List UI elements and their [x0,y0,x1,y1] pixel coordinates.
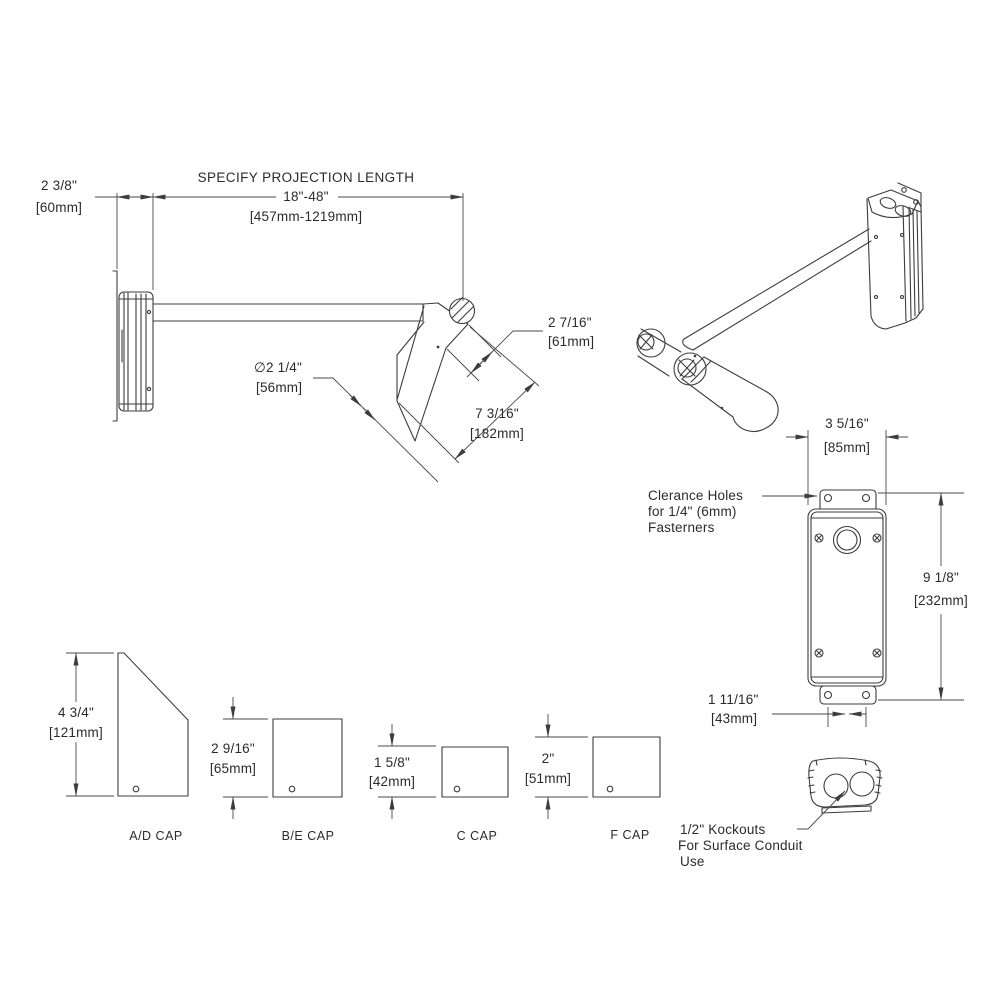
note-kockouts-1: 1/2" Kockouts [680,822,765,837]
cap-be-in: 2 9/16" [211,741,255,756]
cap-f-mm: [51mm] [525,771,571,786]
cap-f: 2" [51mm] F CAP [525,714,661,842]
dim-head-dia-in: ∅2 1/4" [254,360,302,375]
dim-head-width-mm: [61mm] [548,334,594,349]
cap-be-label: B/E CAP [282,829,335,843]
dim-hole-spacing-mm: [43mm] [711,711,757,726]
dim-box-width: 3 5/16" [85mm] [786,416,908,505]
dim-projection: SPECIFY PROJECTION LENGTH 18"-48" [457mm… [152,170,464,224]
note-clearance-3: Fasterners [648,520,715,535]
front-screws [814,533,882,658]
cap-ad-mm: [121mm] [49,725,103,740]
projection-range-mm: [457mm-1219mm] [250,209,362,224]
dim-depth: 2 3/8" [60mm] [36,178,464,301]
pivot-bolt [448,296,476,325]
mounting-arm [152,303,424,322]
cap-f-label: F CAP [610,828,649,842]
dim-box-height-mm: [232mm] [914,593,968,608]
dim-head-width-in: 2 7/16" [548,315,592,330]
fixture-head [396,296,476,442]
front-bottom-tab [819,685,877,705]
note-clearance-1: Clerance Holes [648,488,743,503]
note-kockouts-3: Use [680,854,705,869]
front-view: 3 5/16" [85mm] Clerance Holes for 1/4" (… [648,416,970,727]
dim-box-height: 9 1/8" [232mm] [878,492,970,701]
iso-arm-tube [682,228,872,351]
projection-title: SPECIFY PROJECTION LENGTH [198,170,415,185]
note-clearance-2: for 1/4" (6mm) [648,504,737,519]
cap-ad-label: A/D CAP [129,829,183,843]
cap-be-mm: [65mm] [210,761,256,776]
dim-box-width-in: 3 5/16" [825,416,869,431]
wall-plate [112,270,154,422]
cap-c-in: 1 5/8" [374,755,410,770]
cap-ad: 4 3/4" [121mm] A/D CAP [47,652,189,843]
dim-depth-mm: [60mm] [36,200,82,215]
dim-box-width-mm: [85mm] [824,440,870,455]
dim-head-len-in: 7 3/16" [475,406,519,421]
iso-lamp-heads [636,328,779,432]
dim-head-dia-mm: [56mm] [256,380,302,395]
cap-be: 2 9/16" [65mm] B/E CAP [210,697,343,843]
projection-range-in: 18"-48" [283,189,329,204]
cap-c: 1 5/8" [42mm] C CAP [369,724,509,843]
iso-box [866,189,924,330]
iso-view [636,182,924,432]
side-view: 2 3/8" [60mm] SPECIFY PROJECTION LENGTH … [36,170,594,483]
dim-head-len-mm: [182mm] [470,426,524,441]
top-view: 1/2" Kockouts For Surface Conduit Use [678,757,883,869]
cap-ad-in: 4 3/4" [58,705,94,720]
dim-head-width: 2 7/16" [61mm] [446,315,594,382]
dim-hole-spacing-in: 1 11/16" [708,692,758,707]
note-kockouts: 1/2" Kockouts For Surface Conduit Use [678,790,846,869]
dim-head-length: 7 3/16" [182mm] [398,326,540,464]
front-body [807,508,887,687]
note-kockouts-2: For Surface Conduit [678,838,803,853]
dim-head-diameter: ∅2 1/4" [56mm] [254,360,439,483]
dim-depth-in: 2 3/8" [41,178,77,193]
dim-hole-spacing: 1 11/16" [43mm] [708,692,867,727]
cap-c-label: C CAP [457,829,498,843]
dim-box-height-in: 9 1/8" [923,570,959,585]
cap-c-mm: [42mm] [369,774,415,789]
cap-f-in: 2" [542,751,555,766]
note-clearance: Clerance Holes for 1/4" (6mm) Fasterners [648,488,818,535]
